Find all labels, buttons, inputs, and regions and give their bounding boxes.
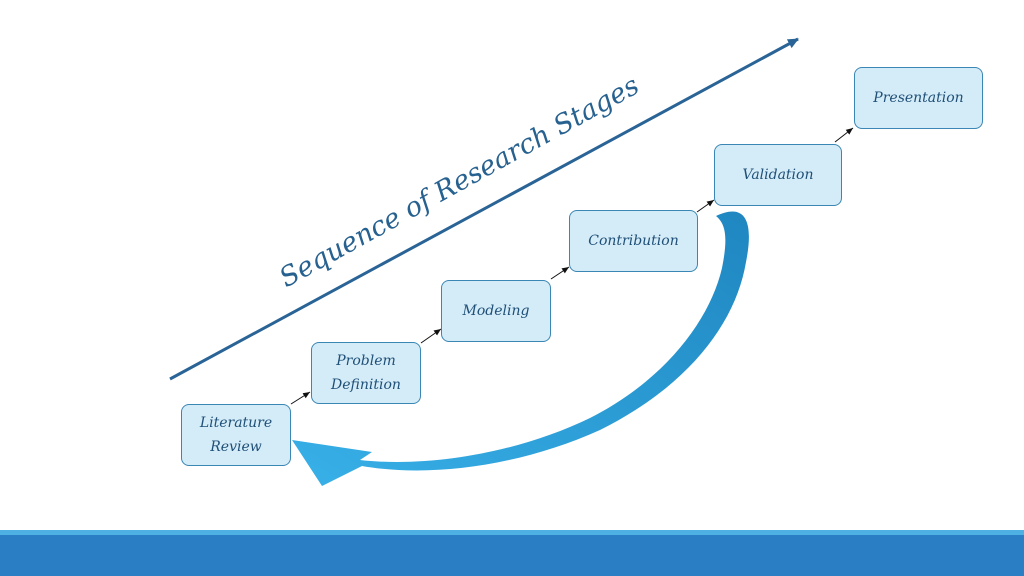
connector-arrow-5	[834, 127, 854, 143]
footer-band	[0, 535, 1024, 576]
connector-arrow-3	[550, 266, 570, 280]
stage-label-line: Review	[210, 439, 262, 455]
stage-contribution: Contribution	[569, 210, 698, 272]
feedback-arrow	[292, 211, 749, 487]
stage-label-line: Definition	[331, 377, 401, 393]
footer-accent-line	[0, 530, 1024, 535]
stage-validation: Validation	[714, 144, 842, 206]
connector-arrow-2	[420, 328, 442, 344]
stage-presentation: Presentation	[854, 67, 983, 129]
stage-label-line: Problem	[336, 353, 396, 369]
stage-modeling: Modeling	[441, 280, 551, 342]
stage-label-line: Validation	[742, 167, 814, 183]
connector-arrow-1	[290, 391, 311, 405]
stage-label-line: Modeling	[462, 303, 530, 319]
stage-label-line: Contribution	[588, 233, 679, 249]
stage-label-line: Literature	[199, 415, 273, 431]
stage-literature-review: Literature Review	[181, 404, 291, 466]
stage-problem-definition: Problem Definition	[311, 342, 421, 404]
sequence-axis-arrow	[169, 37, 799, 381]
stage-label-line: Presentation	[873, 90, 964, 106]
connector-arrow-4	[696, 199, 715, 213]
